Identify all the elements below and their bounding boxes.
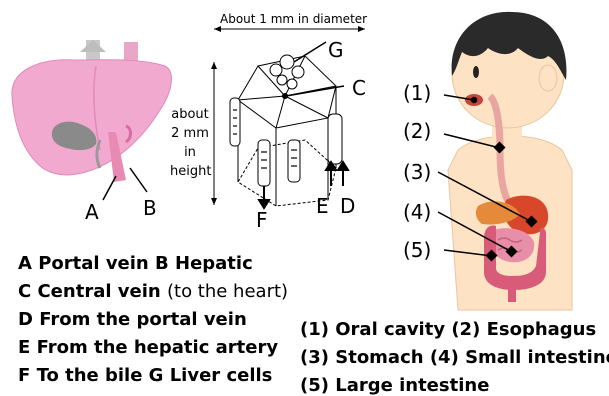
legend-d: D From the portal vein: [18, 309, 247, 330]
legend-left-3: D From the portal vein: [18, 311, 247, 329]
legend-e: E From the hepatic artery: [18, 337, 278, 358]
legend-left-4: E From the hepatic artery: [18, 339, 278, 357]
eye: [473, 66, 479, 78]
legend-right-3: (5) Large intestine: [300, 377, 489, 395]
legend-c-note: (to the heart): [167, 281, 288, 302]
marker-4: (4): [403, 202, 431, 222]
marker-2: (2): [403, 121, 431, 141]
legend-right-1: (1) Oral cavity (2) Esophagus: [300, 321, 596, 339]
marker-5: (5): [403, 240, 431, 260]
legend-left-1: A Portal vein B Hepatic: [18, 255, 253, 273]
legend-c: C Central vein: [18, 281, 161, 302]
rectum: [508, 284, 516, 302]
legend-left-2: C Central vein (to the heart): [18, 283, 288, 301]
legend-fg: F To the bile G Liver cells: [18, 365, 272, 386]
marker-3: (3): [403, 162, 431, 182]
legend-right-2: (3) Stomach (4) Small intestine: [300, 349, 609, 367]
legend-left-5: F To the bile G Liver cells: [18, 367, 272, 385]
legend-ab: A Portal vein B Hepatic: [18, 253, 253, 274]
ear: [539, 65, 557, 91]
marker-1: (1): [403, 83, 431, 103]
